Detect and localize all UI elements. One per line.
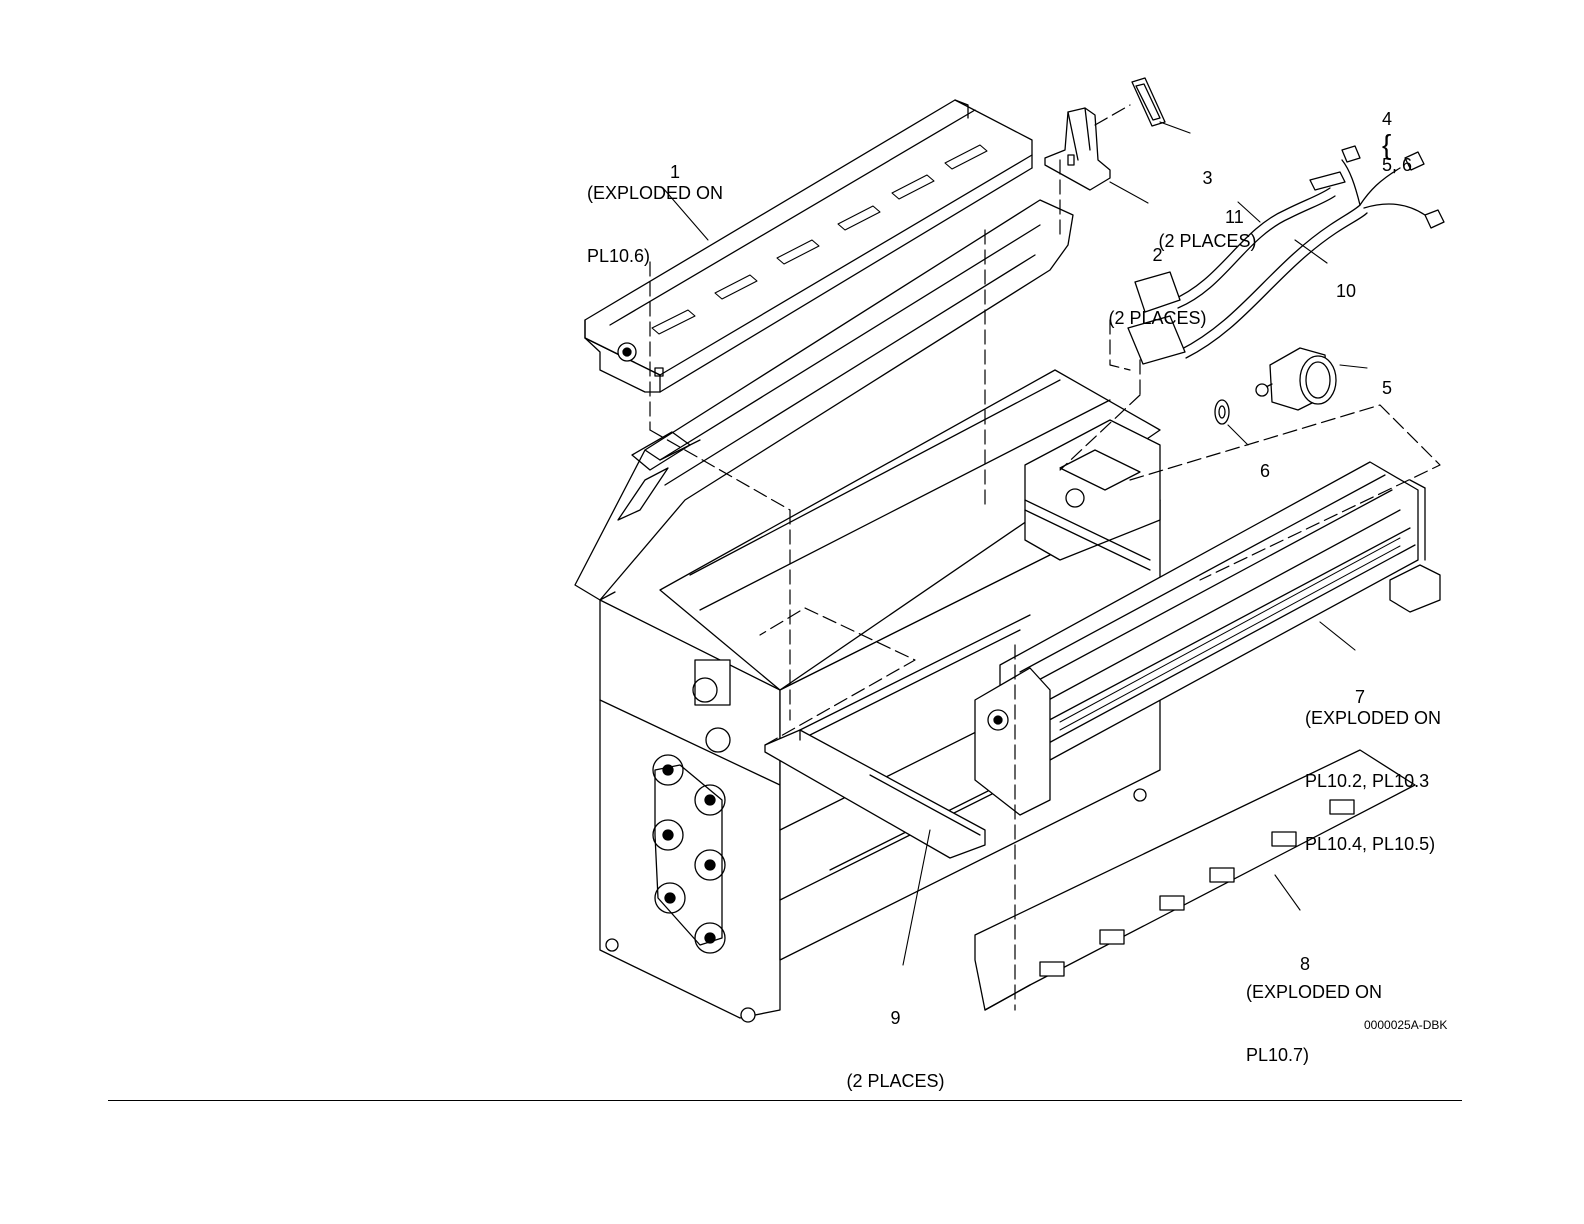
- callout-11-number: 11: [1225, 207, 1244, 227]
- callout-5-number: 5: [1382, 378, 1392, 398]
- callout-7-line2: PL10.2, PL10.3: [1305, 771, 1441, 792]
- callout-9: 9 (2 PLACES): [838, 966, 953, 1113]
- footer-rule: [108, 1100, 1462, 1101]
- callout-3-number: 3: [1145, 168, 1270, 189]
- callout-11: 11: [1215, 186, 1244, 228]
- callout-10-number: 10: [1336, 281, 1356, 301]
- callout-10: 10: [1326, 260, 1356, 302]
- callout-9-line1: (2 PLACES): [838, 1071, 953, 1092]
- callout-1-desc: (EXPLODED ON PL10.6): [587, 141, 723, 288]
- callout-1-line2: PL10.6): [587, 246, 723, 267]
- figure-id: 0000025A-DBK: [1364, 1018, 1447, 1032]
- callout-9-number: 9: [838, 1008, 953, 1029]
- callout-4: 4 { 5, 6: [1372, 88, 1412, 176]
- callout-4-brace: {: [1382, 129, 1391, 160]
- callout-8-line2: PL10.7): [1246, 1045, 1382, 1066]
- callout-4-number: 4: [1382, 109, 1392, 129]
- callout-7-line3: PL10.4, PL10.5): [1305, 834, 1441, 855]
- callout-3-line1: (2 PLACES): [1145, 231, 1270, 252]
- callout-1-line1: (EXPLODED ON: [587, 183, 723, 204]
- callout-8-line1: (EXPLODED ON: [1246, 982, 1382, 1003]
- callout-2-line1: (2 PLACES): [1095, 308, 1220, 329]
- callout-7-line1: (EXPLODED ON: [1305, 708, 1441, 729]
- bracket-part-2: [1045, 108, 1110, 190]
- callout-5: 5: [1372, 357, 1392, 399]
- gear-part-6: [1215, 400, 1229, 424]
- callout-6-number: 6: [1260, 461, 1270, 481]
- callout-6: 6: [1250, 440, 1270, 482]
- pad-part-3: [1132, 78, 1165, 126]
- callout-8-desc: (EXPLODED ON PL10.7): [1246, 940, 1382, 1087]
- motor-part-5: [1256, 348, 1336, 410]
- callout-3: 3 (2 PLACES): [1145, 126, 1270, 273]
- callout-7-desc: (EXPLODED ON PL10.2, PL10.3 PL10.4, PL10…: [1305, 666, 1441, 876]
